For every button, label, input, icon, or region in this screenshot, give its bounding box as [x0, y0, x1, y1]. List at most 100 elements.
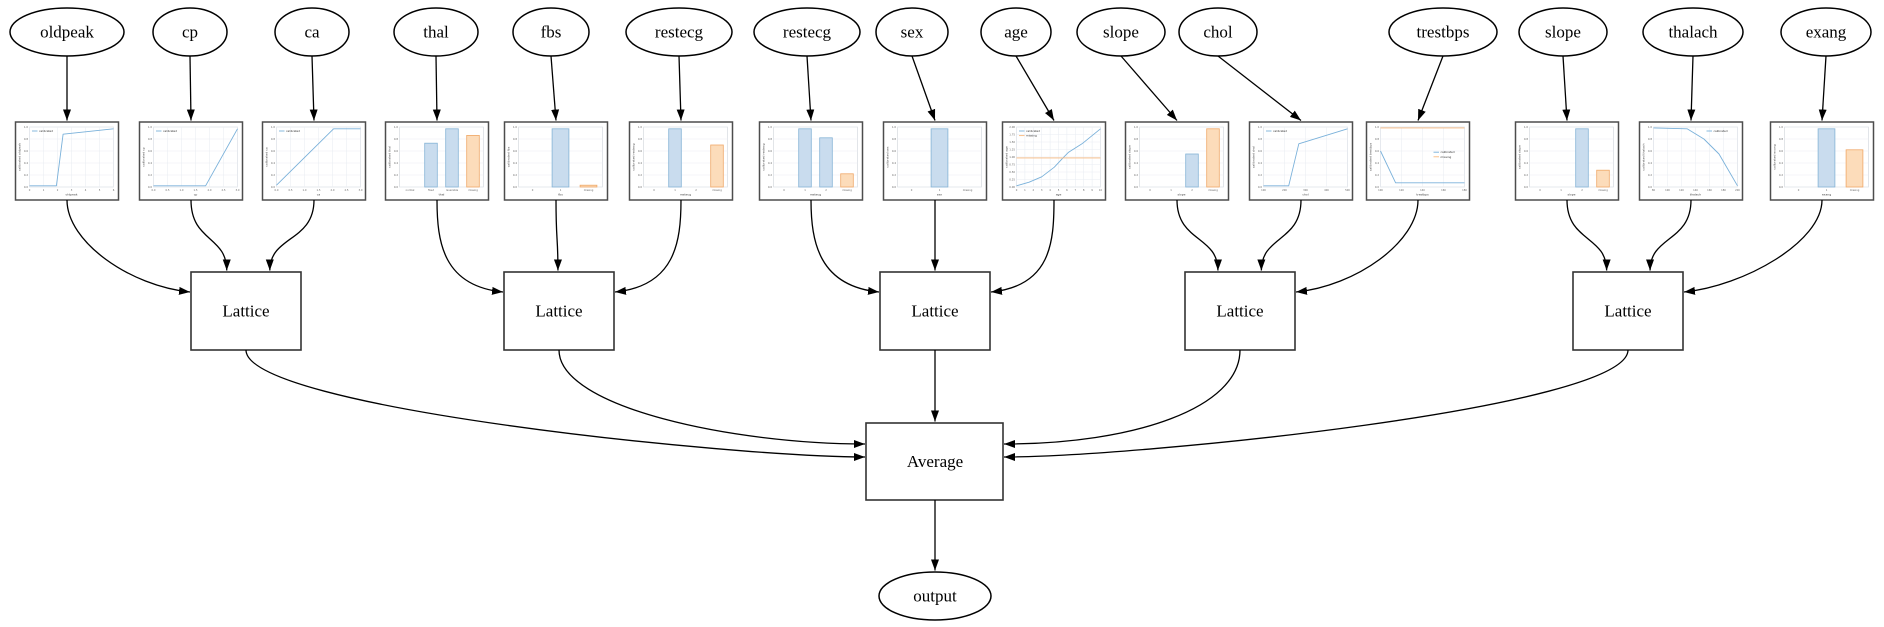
y-tick-label: 0.6	[148, 149, 152, 153]
edge-calibrator-to-lattice	[1646, 199, 1692, 271]
x-tick-label: missing	[963, 188, 973, 192]
x-axis-label: slope	[1568, 193, 1576, 197]
input-node-exang-14: exang	[1780, 7, 1872, 57]
x-axis-label: exang	[1822, 193, 1831, 197]
y-tick-label: 1.0	[1524, 125, 1528, 129]
input-node-trestbps-11: trestbps	[1388, 7, 1498, 57]
y-tick-label: 0.0	[271, 185, 275, 189]
x-tick-label: 5	[99, 188, 101, 192]
x-tick-label: 9	[1091, 188, 1093, 192]
x-tick-label: 180	[1462, 188, 1467, 192]
bar-blue	[930, 128, 949, 188]
bar-blue	[445, 128, 459, 188]
legend-entry: calibrated	[1714, 129, 1728, 133]
x-tick-label: 120	[1679, 188, 1684, 192]
y-tick-label: 1.0	[394, 125, 398, 129]
y-tick-label: 0.6	[1648, 149, 1652, 153]
y-tick-label: 0.8	[24, 137, 28, 141]
x-tick-label: 0.5	[166, 188, 170, 192]
lattice-node-4: Lattice	[1572, 271, 1684, 351]
node-label: oldpeak	[40, 23, 94, 42]
x-tick-label: 2	[1191, 188, 1193, 192]
x-tick-label: 3	[1041, 188, 1043, 192]
y-axis-label: calibrated chol	[1252, 146, 1256, 168]
input-node-thalach-13: thalach	[1642, 7, 1744, 57]
series-line-blue	[1380, 150, 1465, 184]
y-axis-label: calibrated thal	[388, 146, 392, 168]
y-tick-label: 0.2	[394, 173, 398, 177]
y-tick-label: 0.8	[892, 137, 896, 141]
y-axis-label: calibrated slope	[1518, 145, 1522, 169]
x-tick-label: 120	[1399, 188, 1404, 192]
input-node-ca-2: ca	[274, 7, 350, 57]
edge-calibrator-to-lattice	[265, 199, 315, 271]
x-tick-label: normal	[406, 188, 415, 192]
y-tick-label: 1.0	[148, 125, 152, 129]
y-axis-label: calibrated cp	[142, 147, 146, 167]
y-tick-label: 0.4	[1134, 161, 1138, 165]
y-tick-label: 0.0	[1134, 185, 1138, 189]
y-tick-label: 0.2	[1134, 173, 1138, 177]
y-tick-label: 0.6	[513, 149, 517, 153]
y-tick-label: 0.6	[24, 149, 28, 153]
node-label: Lattice	[911, 302, 958, 321]
y-axis-label: calibrated ca	[265, 147, 269, 167]
x-tick-label: 1	[1170, 188, 1172, 192]
y-tick-label: 0.8	[1375, 137, 1379, 141]
y-tick-label: 0.4	[892, 161, 896, 165]
x-tick-label: 0	[1016, 188, 1018, 192]
edge-feature-to-calibrator	[676, 55, 685, 121]
x-axis-label: thal	[439, 193, 445, 197]
y-tick-label: 1.0	[513, 125, 517, 129]
series-line-blue	[1263, 128, 1348, 187]
x-tick-label: 1	[1560, 188, 1562, 192]
y-tick-label: 0.4	[1648, 161, 1652, 165]
edge-lattice-to-average	[558, 349, 866, 448]
edge-calibrator-to-lattice	[1257, 199, 1302, 271]
y-tick-label: 0.4	[1779, 161, 1783, 165]
x-tick-label: 0	[1149, 188, 1151, 192]
edge-calibrator-to-lattice	[614, 199, 682, 295]
y-axis-label: calibrated oldpeak	[18, 143, 22, 171]
x-axis-label: sex	[937, 193, 942, 197]
x-tick-label: missing	[1208, 188, 1218, 192]
x-tick-label: missing	[1850, 188, 1860, 192]
x-tick-label: 3.0	[359, 188, 363, 192]
edge-feature-to-calibrator	[550, 55, 560, 121]
legend-entry: calibrated	[1441, 150, 1455, 154]
input-node-slope-12: slope	[1518, 7, 1608, 57]
series-line-blue	[1016, 128, 1101, 187]
edge-calibrator-to-lattice	[1683, 199, 1823, 295]
edge-lattice-to-average	[245, 349, 866, 461]
edge-calibrator-to-lattice	[1566, 199, 1611, 271]
node-label: age	[1004, 23, 1028, 42]
input-node-chol-10: chol	[1178, 7, 1258, 57]
x-tick-label: 10	[1099, 188, 1103, 192]
series-line-blue	[1653, 127, 1738, 187]
y-tick-label: 0.4	[1524, 161, 1528, 165]
series-line-blue	[276, 128, 361, 186]
x-tick-label: 1.0	[180, 188, 184, 192]
y-tick-label: 0.2	[513, 173, 517, 177]
input-node-fbs-4: fbs	[512, 7, 590, 57]
y-tick-label: 0.0	[1258, 185, 1262, 189]
y-tick-label: 0.4	[271, 161, 275, 165]
y-tick-label: 0.2	[1779, 173, 1783, 177]
edge-feature-to-calibrator	[1217, 55, 1302, 122]
input-node-slope-9: slope	[1076, 7, 1166, 57]
y-tick-label: 0.0	[513, 185, 517, 189]
y-tick-label: 0.50	[1009, 170, 1015, 174]
y-tick-label: 0.6	[892, 149, 896, 153]
x-tick-label: 0	[1798, 188, 1800, 192]
x-tick-label: 1.0	[303, 188, 307, 192]
legend-entry: calibrated	[1026, 129, 1040, 133]
node-label: sex	[901, 23, 924, 42]
average-node: Average	[865, 422, 1004, 501]
x-tick-label: 160	[1707, 188, 1712, 192]
y-tick-label: 0.6	[638, 149, 642, 153]
